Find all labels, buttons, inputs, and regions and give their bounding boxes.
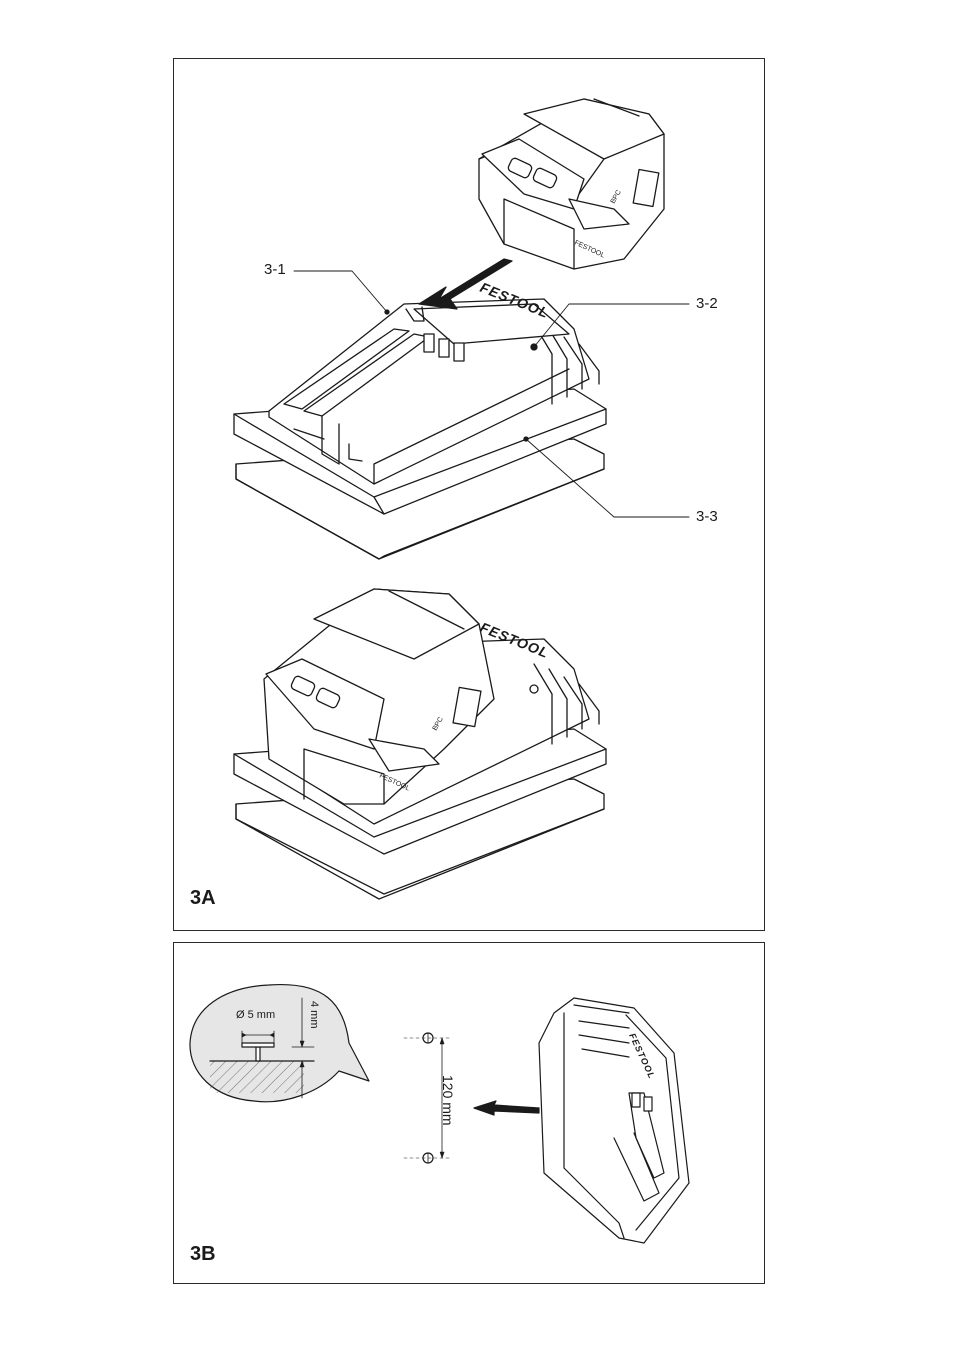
figure-3b-panel: FESTOOL Ø 5 mm 4 mm 120 mm 3B xyxy=(173,942,765,1284)
leader-3-3 xyxy=(525,438,690,518)
hole-spacing xyxy=(403,1032,450,1164)
mount-arrow xyxy=(473,1100,540,1116)
charger-drawing: FESTOOL BPC FESTOOL FESTOOL xyxy=(233,98,690,900)
leader-3-1 xyxy=(293,270,388,313)
charger-side-view xyxy=(538,997,690,1244)
battery-pack-assembled xyxy=(263,588,495,805)
figure-label-3b: 3B xyxy=(190,1243,216,1265)
screw-detail-bubble xyxy=(189,983,370,1103)
hole-spacing-label: 120 mm xyxy=(440,1075,456,1126)
screw-diameter-label: Ø 5 mm xyxy=(236,1009,276,1021)
callout-3-3: 3-3 xyxy=(696,508,718,525)
charger-body xyxy=(268,298,600,485)
callout-3-2: 3-2 xyxy=(696,295,718,312)
callout-3-1: 3-1 xyxy=(264,261,286,278)
insert-arrow xyxy=(418,258,513,310)
figure-3a-panel: FESTOOL BPC FESTOOL FESTOOL xyxy=(173,58,765,931)
wall-mount-drawing: FESTOOL xyxy=(189,983,690,1244)
screw-depth-label: 4 mm xyxy=(308,1001,320,1029)
figure-label-3a: 3A xyxy=(190,887,216,909)
battery-pack xyxy=(478,98,665,270)
leader-3-2 xyxy=(533,303,690,348)
